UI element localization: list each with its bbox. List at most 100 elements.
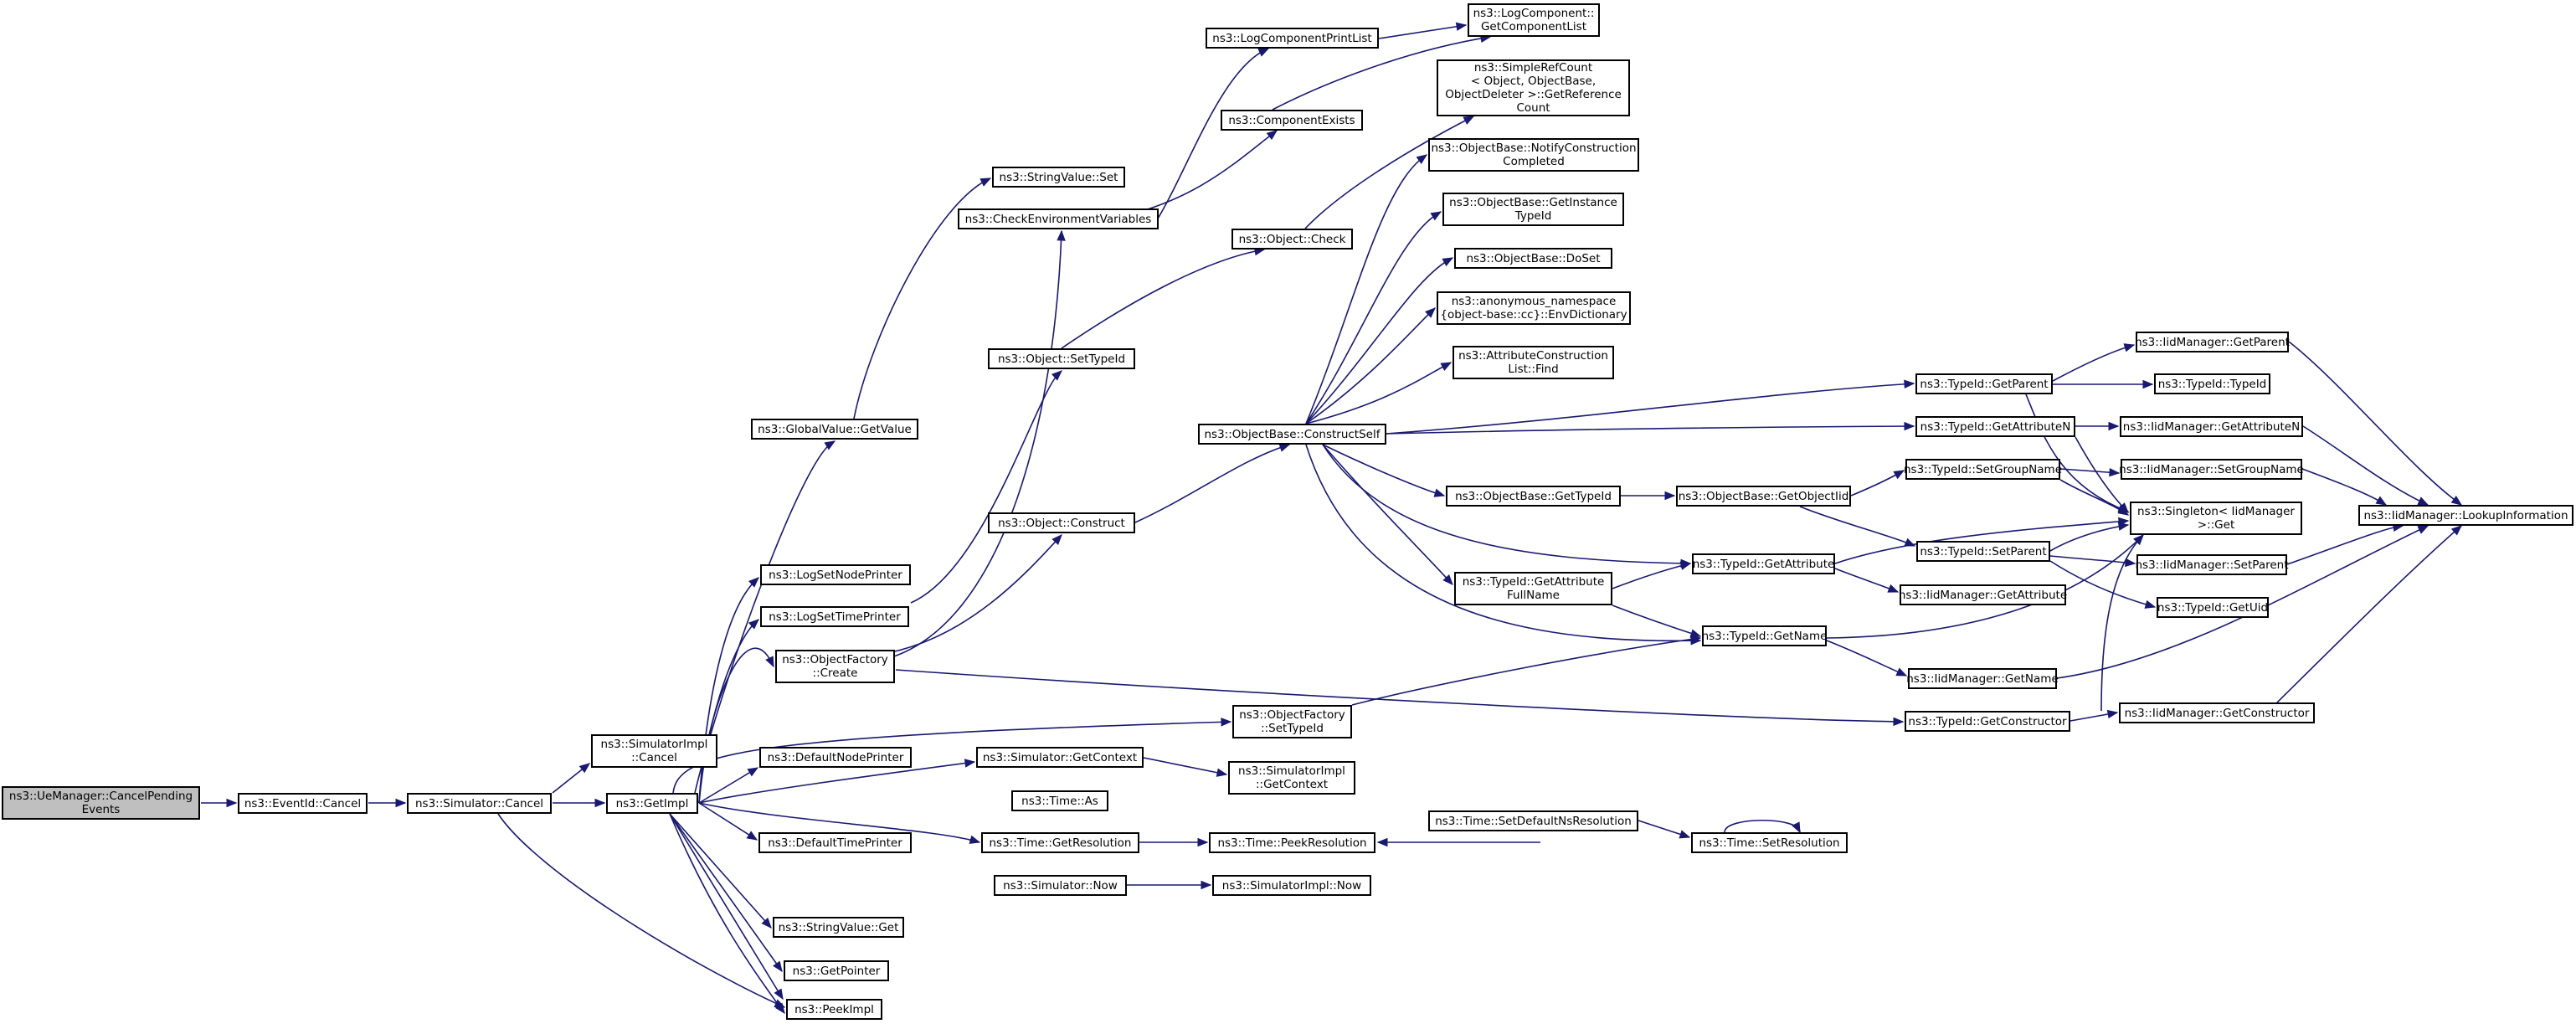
edge-arrowhead [1216,768,1228,777]
node-simulatorimpl-cancel[interactable]: ns3::SimulatorImpl ::Cancel [591,734,717,768]
edge-arrowhead [395,798,407,808]
node-typeid-getattribute[interactable]: ns3::TypeId::GetAttribute [1692,553,1835,574]
node-iidmanager-setgroupname[interactable]: ns3::IidManager::SetGroupName [2119,459,2304,480]
node-objectbase-notifyconstructioncompleted[interactable]: ns3::ObjectBase::NotifyConstruction Comp… [1428,138,1639,172]
call-edge [1612,563,1691,589]
node-iidmanager-getname[interactable]: ns3::IidManager::GetName [1906,668,2059,689]
edge-arrowhead [824,440,836,450]
node-objectfactory-create[interactable]: ns3::ObjectFactory ::Create [775,650,895,683]
call-edge [887,534,1062,654]
edge-arrowhead [1442,257,1454,267]
node-logcomponent-getcomponentlist[interactable]: ns3::LogComponent:: GetComponentList [1468,3,1600,37]
node-typeid-getattributen[interactable]: ns3::TypeId::GetAttributeN [1915,416,2075,437]
edge-arrowhead [1266,130,1278,141]
node-logsetnodeprinter[interactable]: ns3::LogSetNodePrinter [760,564,911,585]
edge-arrowhead [1689,629,1702,638]
edge-arrowhead [1679,830,1691,839]
node-checkenvironmentvariables[interactable]: ns3::CheckEnvironmentVariables [958,208,1159,229]
node-logsettimeprinter[interactable]: ns3::LogSetTimePrinter [760,606,909,627]
node-object-settypeid[interactable]: ns3::Object::SetTypeId [988,348,1135,369]
edge-arrowhead [1440,362,1453,372]
node-iidmanager-getconstructor[interactable]: ns3::IidManager::GetConstructor [2119,702,2315,723]
node-simulator-cancel[interactable]: ns3::Simulator::Cancel [407,793,552,814]
edge-arrowhead [1679,561,1692,570]
call-edge [1113,130,1278,219]
node-typeid-getparent[interactable]: ns3::TypeId::GetParent [1915,373,2053,394]
node-time-peekresolution[interactable]: ns3::Time::PeekResolution [1209,832,1375,853]
node-time-setresolution[interactable]: ns3::Time::SetResolution [1691,832,1848,853]
node-iidmanager-getattribute[interactable]: ns3::IidManager::GetAttribute [1899,584,2067,605]
node-iidmanager-lookupinformation[interactable]: ns3::IidManager::LookupInformation [2358,505,2573,526]
node-objectbase-getobjectiid[interactable]: ns3::ObjectBase::GetObjectIid [1676,486,1851,507]
node-objectfactory-settypeid[interactable]: ns3::ObjectFactory ::SetTypeId [1232,705,1352,738]
edge-arrowhead [2125,558,2136,568]
call-edge [1304,116,1474,229]
call-edge [1386,383,1915,435]
node-typeid-typeid[interactable]: ns3::TypeId::TypeId [2154,373,2270,394]
node-attributeconstructionlist-find[interactable]: ns3::AttributeConstruction List::Find [1453,346,1614,379]
node-objectbase-gettypeid[interactable]: ns3::ObjectBase::GetTypeId [1446,486,1621,507]
edge-arrowhead [773,960,783,973]
edge-arrowhead [2450,495,2463,506]
edge-arrowhead [2123,343,2136,352]
node-simulator-now[interactable]: ns3::Simulator::Now [994,875,1127,896]
node-time-getresolution[interactable]: ns3::Time::GetResolution [981,832,1139,853]
node-objectbase-doset[interactable]: ns3::ObjectBase::DoSet [1454,248,1612,269]
edge-arrowhead [1893,717,1905,727]
node-getimpl[interactable]: ns3::GetImpl [606,793,698,814]
node-iidmanager-getparent[interactable]: ns3::IidManager::GetParent [2135,332,2290,352]
call-edge [2286,525,2404,565]
node-iidmanager-setparent[interactable]: ns3::IidManager::SetParent [2136,554,2289,575]
call-edge [1799,506,1915,547]
edge-arrowhead [2375,496,2388,506]
node-simulatorimpl-getcontext[interactable]: ns3::SimulatorImpl ::GetContext [1228,761,1355,795]
call-edge [698,802,980,843]
node-typeid-getname[interactable]: ns3::TypeId::GetName [1702,625,1827,646]
call-edge [1305,444,1701,642]
call-edge [2059,468,2120,474]
node-object-check[interactable]: ns3::Object::Check [1231,229,1353,250]
node-globalvalue-getvalue[interactable]: ns3::GlobalValue::GetValue [751,419,918,440]
edge-arrowhead [1904,421,1915,431]
node-iidmanager-getattributen[interactable]: ns3::IidManager::GetAttributeN [2120,416,2303,437]
node-typeid-getattributefullname[interactable]: ns3::TypeId::GetAttribute FullName [1454,572,1612,605]
node-time-as[interactable]: ns3::Time::As [1011,790,1108,811]
node-typeid-setparent[interactable]: ns3::TypeId::SetParent [1916,541,2050,562]
call-edge [2049,560,2156,608]
call-edge [2100,534,2144,712]
node-stringvalue-get[interactable]: ns3::StringValue::Get [773,917,904,938]
node-object-construct[interactable]: ns3::Object::Construct [988,512,1135,533]
call-edge [698,761,975,804]
node-typeid-getconstructor[interactable]: ns3::TypeId::GetConstructor [1905,711,2070,732]
node-getpointer[interactable]: ns3::GetPointer [784,960,889,981]
node-stringvalue-set[interactable]: ns3::StringValue::Set [992,167,1125,188]
node-time-setdefaultnsresolution[interactable]: ns3::Time::SetDefaultNsResolution [1428,810,1638,831]
edge-arrowhead [1197,837,1209,847]
edge-arrowhead [1057,229,1066,241]
node-simulator-getcontext[interactable]: ns3::Simulator::GetContext [976,747,1144,768]
call-edge [910,370,1062,604]
node-eventid-cancel[interactable]: ns3::EventId::Cancel [238,793,368,814]
node-singleton-iidmanager-get[interactable]: ns3::Singleton< IidManager >::Get [2130,502,2302,535]
node-defaulttimeprinter[interactable]: ns3::DefaultTimePrinter [758,832,912,853]
node-logcomponentprintlist[interactable]: ns3::LogComponentPrintList [1206,28,1379,49]
edge-arrowhead [2117,506,2130,516]
node-simulatorimpl-now[interactable]: ns3::SimulatorImpl::Now [1212,875,1371,896]
node-typeid-getuid[interactable]: ns3::TypeId::GetUid [2157,597,2269,618]
edge-arrowhead [1433,488,1446,497]
node-componentexists[interactable]: ns3::ComponentExists [1221,110,1363,131]
edge-arrowhead [594,798,606,808]
node-objectbase-getinstancetypeid[interactable]: ns3::ObjectBase::GetInstance TypeId [1442,193,1624,226]
node-peekimpl[interactable]: ns3::PeekImpl [786,999,882,1020]
edge-arrowhead [1664,491,1676,501]
call-edge [1272,36,1491,111]
node-objectbase-constructself[interactable]: ns3::ObjectBase::ConstructSelf [1198,424,1386,445]
node-simplerefcount-getreferencecount[interactable]: ns3::SimpleRefCount < Object, ObjectBase… [1437,59,1630,116]
node-typeid-setgroupname[interactable]: ns3::TypeId::SetGroupName [1904,459,2062,480]
call-edge [1378,24,1467,39]
edge-arrowhead [2417,496,2429,506]
edge-arrowhead [1221,718,1232,727]
node-envdictionary[interactable]: ns3::anonymous_namespace {object-base::c… [1437,291,1631,325]
node-defaultnodeprinter[interactable]: ns3::DefaultNodePrinter [759,747,912,768]
